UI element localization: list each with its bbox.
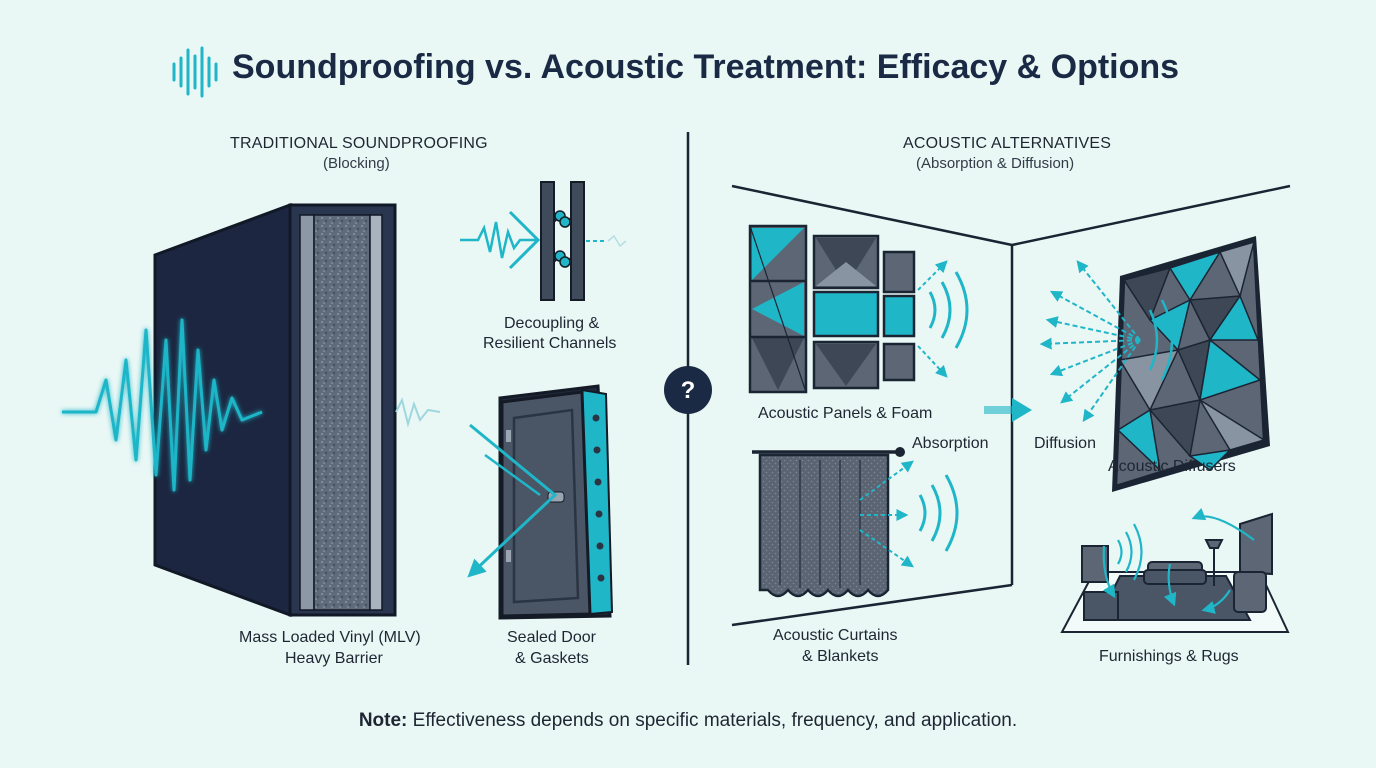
decoupling-illustration — [460, 181, 627, 301]
decoupling-label-line2: Resilient Channels — [483, 335, 617, 352]
incoming-sound-wave — [62, 318, 263, 492]
section-header-alternatives: ACOUSTIC ALTERNATIVES — [903, 135, 1112, 152]
section-subheader-blocking: (Blocking) — [323, 155, 390, 172]
sound-wave-icon — [172, 46, 218, 98]
curtain-absorption-waves — [859, 460, 959, 568]
panels-label: Acoustic Panels & Foam — [758, 405, 933, 422]
decoupling-label-line1: Decoupling & — [504, 315, 600, 332]
footer-note: Note: Effectiveness depends on specific … — [0, 710, 1376, 732]
note-label: Note: — [358, 710, 408, 731]
furnishings-sound-arrows — [1102, 507, 1255, 614]
acoustic-panels-illustration — [748, 224, 916, 394]
acoustic-diffuser-illustration — [1112, 236, 1270, 492]
transmitted-sound-wave — [395, 397, 441, 428]
sealed-door-illustration — [467, 384, 614, 620]
absorption-label: Absorption — [912, 435, 989, 452]
door-label-line1: Sealed Door — [507, 629, 596, 646]
furnishings-illustration — [1060, 512, 1290, 633]
page-title: Soundproofing vs. Acoustic Treatment: Ef… — [232, 48, 1180, 86]
diffusion-arrows — [1039, 260, 1174, 422]
question-icon — [664, 366, 712, 414]
arrow-right-icon — [984, 398, 1032, 422]
question-mark-text: ? — [680, 377, 696, 404]
curtains-label-line2: & Blankets — [802, 648, 879, 665]
diffusers-label: Acoustic Diffusers — [1108, 458, 1236, 475]
note-text: Effectiveness depends on specific materi… — [407, 710, 1018, 731]
mlv-label-line2: Heavy Barrier — [285, 650, 383, 667]
section-subheader-absorption-diffusion: (Absorption & Diffusion) — [916, 155, 1075, 172]
acoustic-curtain-illustration — [752, 447, 905, 598]
diffusion-label: Diffusion — [1034, 435, 1096, 452]
furnishings-label: Furnishings & Rugs — [1099, 648, 1239, 665]
absorption-waves — [917, 260, 969, 378]
curtains-label-line1: Acoustic Curtains — [773, 627, 898, 644]
room-outline — [731, 184, 1291, 627]
section-header-traditional: TRADITIONAL SOUNDPROOFING — [230, 135, 488, 152]
door-label-line2: & Gaskets — [515, 650, 589, 667]
mlv-barrier-illustration — [153, 202, 397, 618]
mlv-label-line1: Mass Loaded Vinyl (MLV) — [239, 629, 421, 646]
